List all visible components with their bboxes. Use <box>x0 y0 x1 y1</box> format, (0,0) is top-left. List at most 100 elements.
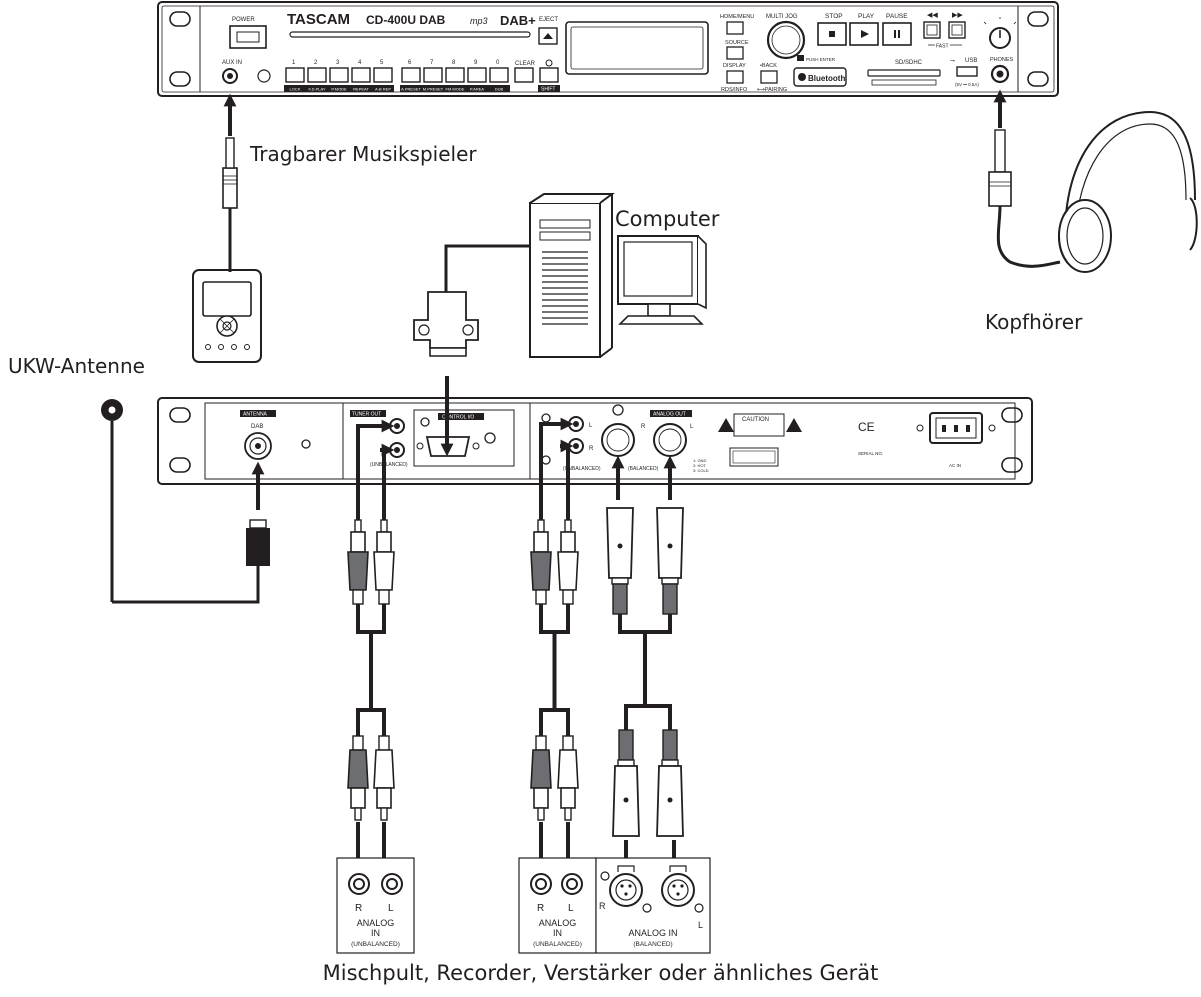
warning-icon <box>786 418 802 432</box>
number-key-label: 5 <box>380 60 384 66</box>
number-key-6[interactable] <box>401 67 421 83</box>
source-button[interactable] <box>726 46 744 60</box>
pause-button[interactable] <box>882 22 912 46</box>
bluetooth-button[interactable] <box>793 67 847 87</box>
screw <box>642 903 652 913</box>
ac-in-label: AC IN <box>949 463 961 468</box>
tuner-unbalanced-label: (UNBALANCED) <box>370 462 408 468</box>
tuner-out-label: TUNER OUT <box>352 412 381 418</box>
right-input-title: ANALOG IN <box>628 928 677 938</box>
number-key-label: 3 <box>336 60 340 66</box>
function-label: M.PRESET <box>423 87 444 92</box>
antenna-label: ANTENNA <box>243 412 268 418</box>
number-key-9[interactable] <box>467 67 487 83</box>
number-key-8[interactable] <box>445 67 465 83</box>
rack-hole <box>1027 71 1049 87</box>
left-input-type: (UNBALANCED) <box>351 941 400 948</box>
screw <box>472 442 480 450</box>
control-io-label: CONTROL I/O <box>442 415 474 421</box>
number-key-2[interactable] <box>307 67 327 83</box>
clear-label: CLEAR <box>515 61 536 67</box>
pinout-legend: 2: HOT <box>693 463 706 468</box>
lcd-display <box>565 21 709 75</box>
number-key-7[interactable] <box>423 67 443 83</box>
function-label: REPEAT <box>353 87 369 92</box>
right-input-type: (BALANCED) <box>633 941 672 948</box>
number-key-label: 2 <box>314 60 318 66</box>
middle-input-subtitle: IN <box>553 928 562 938</box>
multi-jog-dial[interactable] <box>766 20 806 60</box>
rewind-button[interactable] <box>923 21 941 39</box>
rds-info-label: RDS/INFO <box>721 87 748 93</box>
aux-in-label: AUX IN <box>222 60 242 66</box>
function-label: P.MODE <box>331 87 347 92</box>
number-key-label: 4 <box>358 60 362 66</box>
computer <box>413 193 707 457</box>
function-label: DUB <box>495 87 504 92</box>
clear-button[interactable] <box>514 67 534 83</box>
destination-devices-caption: Mischpult, Recorder, Verstärker oder ähn… <box>322 961 879 985</box>
display-button[interactable] <box>726 70 744 84</box>
stop-icon <box>829 31 835 37</box>
bluetooth-icon <box>798 73 806 81</box>
screw <box>420 417 430 427</box>
balanced-label: (BALANCED) <box>628 466 659 472</box>
number-key-3[interactable] <box>329 67 349 83</box>
screw <box>541 455 551 465</box>
power-button[interactable] <box>229 25 267 49</box>
screw <box>988 424 996 432</box>
rack-hole <box>169 407 191 423</box>
left-input-subtitle: IN <box>371 928 380 938</box>
usb-port[interactable] <box>956 66 978 77</box>
model-name: CD-400U DAB <box>366 13 446 27</box>
fastforward-button[interactable] <box>948 21 966 39</box>
sd-card-slot[interactable] <box>867 69 941 77</box>
home-menu-button[interactable] <box>726 21 744 35</box>
number-key-1[interactable] <box>285 67 305 83</box>
laser-label-box <box>729 447 779 467</box>
portable-player-caption: Tragbarer Musikspieler <box>250 142 477 166</box>
play-icon <box>861 30 869 38</box>
ce-mark: CE <box>858 420 875 434</box>
rack-hole <box>169 71 191 87</box>
input-box-middle: R L ANALOG IN (UNBALANCED) <box>518 857 597 954</box>
out-unbalanced-label: (UNBALANCED) <box>563 466 601 472</box>
number-key-4[interactable] <box>351 67 371 83</box>
screw <box>694 903 704 913</box>
number-key-label: 0 <box>496 60 500 66</box>
left-l-label: L <box>388 903 394 914</box>
screw <box>916 424 924 432</box>
bal-l-label: L <box>690 424 694 430</box>
headphones <box>988 89 1198 273</box>
usb-label: USB <box>965 58 977 64</box>
input-box-right: R L ANALOG IN (BALANCED) <box>595 857 711 954</box>
rack-hole <box>1001 407 1023 423</box>
function-label: F.D.PLAY <box>308 87 325 92</box>
bluetooth-label: Bluetooth <box>808 74 845 83</box>
number-key-label: 8 <box>452 60 456 66</box>
out-l-label: L <box>589 423 593 429</box>
rack-hole <box>169 11 191 27</box>
function-label: LOCK <box>290 87 301 92</box>
computer-caption: Computer <box>615 207 720 231</box>
number-key-0[interactable] <box>489 67 509 83</box>
portable-music-player <box>192 93 262 363</box>
shift-button[interactable] <box>539 67 559 83</box>
screw <box>484 432 496 444</box>
rack-hole <box>1001 457 1023 473</box>
multi-jog-label: MULTI JOG <box>766 14 798 20</box>
screw <box>600 871 610 881</box>
pause-label: PAUSE <box>886 13 908 20</box>
number-key-5[interactable] <box>373 67 393 83</box>
screw <box>416 442 424 450</box>
number-key-label: 9 <box>474 60 478 66</box>
fastforward-icon: ▶▶ <box>952 12 963 19</box>
pairing-label: ⟷PAIRING <box>757 87 787 93</box>
serial-cable-connector <box>413 291 479 349</box>
back-button[interactable] <box>760 70 778 84</box>
left-input-title: ANALOG <box>357 918 395 928</box>
usb-icon: ⇁ <box>950 58 955 64</box>
number-key-label: 1 <box>292 60 296 66</box>
serial-no-label: SERIAL NO. <box>858 451 883 456</box>
headphones-caption: Kopfhörer <box>985 310 1083 334</box>
